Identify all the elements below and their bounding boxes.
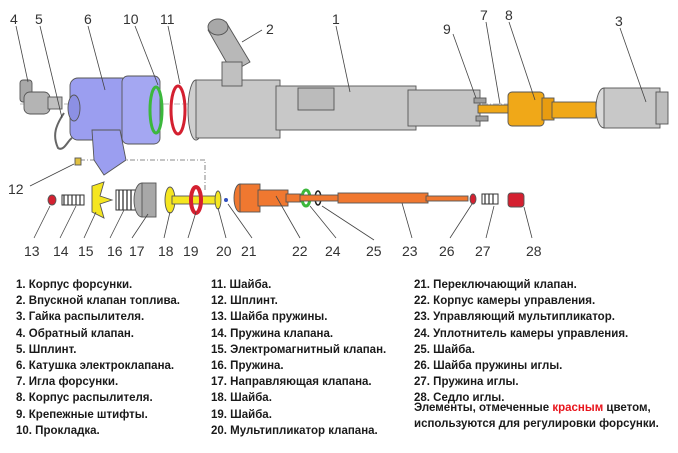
note-line-2: используются для регулировки форсунки. (414, 418, 659, 430)
legend-item: 1. Корпус форсунки. (16, 279, 133, 291)
legend-item: 7. Игла форсунки. (16, 376, 119, 389)
legend-item: 2. Впускной клапан топлива. (16, 295, 180, 308)
callout-6: 6 (84, 11, 92, 27)
injector-exploded-diagram: 4 5 6 10 11 2 1 9 7 8 3 12 13 14 15 16 1… (8, 7, 669, 259)
note-text-after: цветом, (603, 402, 651, 414)
legend-item: 4. Обратный клапан. (16, 327, 134, 340)
part-20-valve-multiplier-shaft (171, 195, 219, 205)
part-8-nozzle-body (507, 91, 597, 127)
part-4-return-valve (19, 79, 63, 115)
legend-item: 16. Пружина. (211, 360, 284, 373)
legend-item: 5. Шплинт. (16, 343, 77, 356)
callout-13: 13 (24, 243, 40, 259)
legend-item: 14. Пружина клапана. (211, 327, 334, 340)
callout-19: 19 (183, 243, 199, 259)
part-21-switching-valve (224, 198, 228, 202)
legend-item: 18. Шайба. (211, 392, 272, 405)
callout-15: 15 (78, 243, 94, 259)
callouts: 4 5 6 10 11 2 1 9 7 8 3 12 13 14 15 16 1… (8, 7, 623, 259)
callout-24: 24 (325, 243, 341, 259)
part-2-fuel-inlet-valve (207, 18, 251, 87)
part-23-control-multiplier (299, 192, 469, 204)
legend-item: 19. Шайба. (211, 408, 272, 421)
legend-item: 9. Крепежные штифты. (16, 408, 148, 421)
callout-18: 18 (158, 243, 174, 259)
legend-item: 27. Пружина иглы. (414, 376, 519, 389)
callout-12: 12 (8, 181, 24, 197)
part-1-injector-body (187, 79, 481, 141)
callout-16: 16 (107, 243, 123, 259)
legend-item: 11. Шайба. (211, 279, 272, 291)
callout-11: 11 (160, 11, 175, 27)
callout-5: 5 (35, 11, 43, 27)
part-17-valve-guide (133, 182, 157, 218)
note-line-1: Элементы, отмеченные красным цветом, (414, 400, 659, 416)
legend-item: 8. Корпус распылителя. (16, 392, 153, 405)
part-16-spring (115, 189, 137, 211)
legend-item: 21. Переключающий клапан. (414, 279, 577, 291)
legend-column-1: 1. Корпус форсунки. 2. Впускной клапан т… (16, 277, 180, 439)
part-3-nozzle-nut (595, 87, 669, 129)
legend-item: 12. Шплинт. (211, 295, 278, 308)
legend-item: 10. Прокладка. (16, 424, 100, 437)
legend-item: 17. Направляющая клапана. (211, 376, 372, 389)
callout-8: 8 (505, 7, 513, 23)
adjustment-note: Элементы, отмеченные красным цветом, исп… (414, 400, 659, 432)
part-11-washer (169, 84, 187, 136)
part-15-solenoid-valve (91, 181, 114, 219)
callout-1: 1 (332, 11, 340, 27)
legend-item: 22. Корпус камеры управления. (414, 295, 596, 308)
part-14-valve-spring (61, 194, 85, 206)
callout-14: 14 (53, 243, 69, 259)
legend-item: 28. Седло иглы. (414, 392, 505, 405)
legend-item: 24. Уплотнитель камеры управления. (414, 327, 629, 340)
callout-25: 25 (366, 243, 382, 259)
callout-7: 7 (480, 7, 488, 23)
legend-column-2: 11. Шайба. 12. Шплинт. 13. Шайба пружины… (211, 277, 386, 439)
part-13-spring-washer (47, 194, 57, 206)
callout-9: 9 (443, 21, 451, 37)
part-27-needle-spring (481, 193, 499, 205)
part-26-needle-spring-washer (469, 193, 477, 205)
legend-item: 26. Шайба пружины иглы. (414, 360, 563, 373)
part-20-valve-multiplier-head (214, 190, 222, 210)
callout-21: 21 (241, 243, 257, 259)
legend-item: 23. Управляющий мультипликатор. (414, 311, 615, 324)
part-28-needle-seat (507, 192, 525, 208)
part-12-clip (74, 157, 82, 166)
legend-item: 6. Катушка электроклапана. (16, 360, 175, 373)
callout-26: 26 (439, 243, 455, 259)
part-5-clip (54, 112, 73, 150)
legend-column-3: 21. Переключающий клапан. 22. Корпус кам… (414, 277, 628, 407)
callout-27: 27 (475, 243, 491, 259)
callout-20: 20 (216, 243, 232, 259)
callout-4: 4 (10, 11, 18, 27)
legend-item: 15. Электромагнитный клапан. (211, 343, 387, 356)
part-10-gasket (148, 85, 164, 135)
note-highlight-red: красным (552, 402, 604, 414)
leader-lines (15, 21, 647, 241)
callout-17: 17 (129, 243, 145, 259)
legend-item: 25. Шайба. (414, 343, 475, 356)
part-9-pin-lower (475, 115, 489, 122)
note-text-before: Элементы, отмеченные (414, 402, 553, 414)
callout-2: 2 (266, 21, 274, 37)
legend-item: 13. Шайба пружины. (211, 311, 328, 324)
callout-3: 3 (615, 13, 623, 29)
legend-item: 20. Мультипликатор клапана. (211, 424, 378, 437)
callout-28: 28 (526, 243, 542, 259)
part-7-needle (477, 104, 513, 114)
part-9-pin-upper (473, 97, 487, 104)
callout-23: 23 (402, 243, 418, 259)
callout-10: 10 (123, 11, 139, 27)
callout-22: 22 (292, 243, 308, 259)
part-22-control-chamber-body (233, 183, 303, 213)
legend-item: 3. Гайка распылителя. (16, 311, 145, 324)
